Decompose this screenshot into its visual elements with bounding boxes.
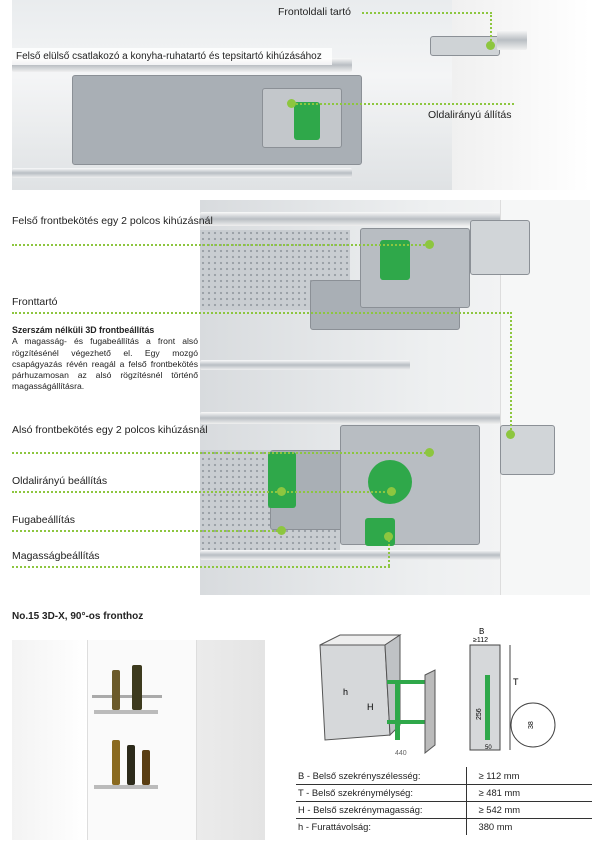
- label-frontoldali-tarto: Frontoldali tartó: [278, 6, 351, 18]
- spec-row: T - Belső szekrénymélység:≥ 481 mm: [296, 784, 592, 802]
- dim-50: 50: [485, 745, 492, 751]
- dim-256: 256: [476, 708, 483, 720]
- dim-depth: 440: [395, 750, 407, 757]
- dim-T: T: [513, 677, 519, 687]
- spec-label: B - Belső szekrényszélesség:: [296, 767, 466, 785]
- label-felso-frontbekotes: Felső frontbekötés egy 2 polcos kihúzásn…: [12, 215, 213, 227]
- spec-label: T - Belső szekrénymélység:: [296, 784, 466, 802]
- spec-row: H - Belső szekrénymagasság:≥ 542 mm: [296, 801, 592, 819]
- dim-h: h: [343, 687, 348, 697]
- spec-value: 380 mm: [465, 818, 592, 835]
- label-oldaliranyu-beallitas: Oldalirányú beállítás: [12, 475, 108, 487]
- label-also-frontbekotes: Alsó frontbekötés egy 2 polcos kihúzásná…: [12, 424, 208, 436]
- product-title: No.15 3D-X, 90°-os fronthoz: [12, 611, 144, 622]
- label-oldaliranyu-allitas: Oldalirányú állítás: [428, 109, 512, 121]
- description-heading: Szerszám nélküli 3D frontbeállítás: [12, 325, 155, 335]
- dim-B-min: ≥112: [473, 637, 488, 644]
- spec-value: ≥ 542 mm: [465, 801, 592, 819]
- dim-H: H: [367, 702, 374, 712]
- dim-B: B: [479, 627, 484, 636]
- spec-row: h - Furattávolság: 380 mm: [296, 818, 592, 835]
- label-magassagbeallitas: Magasságbeállítás: [12, 550, 100, 562]
- spec-row: B - Belső szekrényszélesség:≥ 112 mm: [296, 767, 592, 785]
- description-body: A magasság- és fugabeállítás a front als…: [12, 336, 198, 392]
- label-felso-elulso-csatlakozo: Felső elülső csatlakozó a konyha-ruhatar…: [12, 48, 332, 65]
- installed-pullout-photo: [12, 640, 265, 840]
- dim-38: 38: [528, 721, 535, 729]
- spec-label: H - Belső szekrénymagasság:: [296, 801, 466, 819]
- spec-value: ≥ 112 mm: [465, 767, 592, 785]
- spec-label: h - Furattávolság:: [298, 821, 371, 833]
- top-product-photo: [12, 0, 590, 190]
- middle-product-photo: [200, 200, 590, 595]
- spec-value: ≥ 481 mm: [465, 784, 592, 802]
- label-fugabeallitas: Fugabeállítás: [12, 514, 76, 526]
- dimension-diagrams: h H 440 B ≥112 T 256 38 50: [319, 627, 556, 757]
- label-fronttarto: Fronttartó: [12, 296, 58, 308]
